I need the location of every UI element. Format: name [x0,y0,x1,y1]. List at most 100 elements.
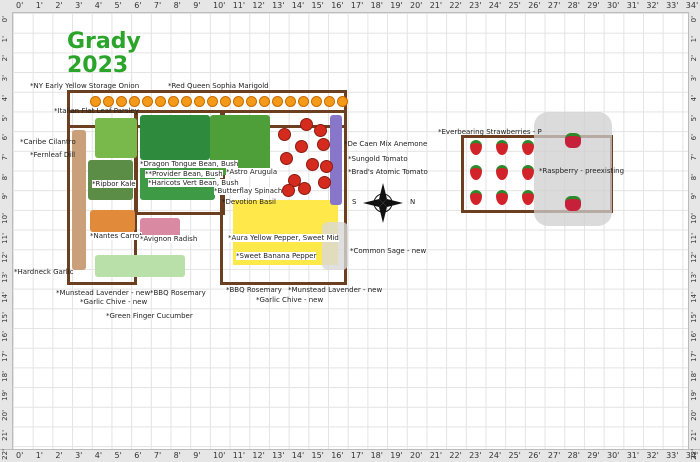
onion-column[interactable] [72,130,86,270]
ruler-v-tick: 6' [690,134,698,141]
ruler-h-tick: 15' [311,451,324,460]
raspberry-plant[interactable] [565,196,581,211]
raspberry-plant[interactable] [565,133,581,148]
ruler-v-tick: 15' [1,311,9,323]
strawberry-plant[interactable] [522,165,534,180]
marigold-plant[interactable] [337,96,348,107]
marigold-plant[interactable] [233,96,244,107]
ruler-h-tick: 14' [291,451,305,460]
ruler-h-tick: 17' [350,451,364,460]
ruler-v-tick: 16' [690,331,698,343]
label-spinach: *Butterflay Spinach [214,187,283,195]
ruler-h-tick: 27' [547,451,561,460]
marigold-plant[interactable] [181,96,192,107]
tomato-plant[interactable] [278,128,291,141]
ruler-h-tick: 32' [646,1,659,10]
ruler-v-tick: 10' [690,213,698,224]
right-bed[interactable] [220,110,347,285]
label-garlic-hardneck: *Hardneck Garlic [14,268,74,276]
ruler-v-tick: 20' [690,410,698,421]
ruler-h-tick: 26' [528,1,541,10]
label-raspberry: *Raspberry - preexisting [539,167,625,175]
radish-block[interactable] [140,218,180,240]
ruler-h-tick: 4' [94,451,103,460]
marigold-plant[interactable] [259,96,270,107]
ruler-h-tick: 5' [114,1,122,10]
label-kale: *Ripbor Kale [92,180,136,188]
tomato-plant[interactable] [320,160,333,173]
marigold-plant[interactable] [207,96,218,107]
label-strawberries: *Everbearing Strawberries - P [438,128,542,136]
ruler-h-tick: 6' [134,451,142,460]
ruler-h-tick: 22' [449,1,462,10]
ruler-v-tick: 13' [690,272,698,283]
label-sage: *Common Sage - new [350,247,427,255]
strawberry-plant[interactable] [470,165,482,180]
strawberry-plant[interactable] [470,140,482,155]
ruler-v-tick: 0' [1,16,9,23]
marigold-plant[interactable] [324,96,335,107]
label-lavender-left: *Munstead Lavender - new [56,289,151,297]
ruler-v-tick: 18' [1,370,9,382]
marigold-plant[interactable] [285,96,296,107]
ruler-v-tick: 11' [1,232,9,244]
marigold-plant[interactable] [129,96,140,107]
ruler-v-tick: 6' [1,134,9,141]
tomato-plant[interactable] [280,152,293,165]
cucumber-block[interactable] [95,255,185,277]
ruler-h-tick: 5' [114,451,122,460]
tomato-plant[interactable] [314,124,327,137]
sage-plant[interactable] [322,222,348,270]
label-bean-provider: **Provider Bean, Bush [145,170,223,178]
ruler-h-tick: 23' [469,451,482,460]
tomato-plant[interactable] [300,118,313,131]
marigold-plant[interactable] [90,96,101,107]
ruler-v-tick: 2' [1,55,9,62]
label-arugula: *Astro Arugula [226,168,278,176]
strawberry-plant[interactable] [496,140,508,155]
ruler-h-tick: 6' [134,1,142,10]
ruler-h-tick: 24' [488,1,502,10]
ruler-h-tick: 22' [449,451,462,460]
strawberry-plant[interactable] [470,190,482,205]
marigold-plant[interactable] [298,96,309,107]
marigold-plant[interactable] [194,96,205,107]
label-brads: *Brad's Atomic Tomato [348,168,428,176]
tomato-plant[interactable] [298,182,311,195]
label-pepper-banana: *Sweet Banana Pepper [236,252,317,260]
bean-block-dragon[interactable] [140,115,210,160]
strawberry-plant[interactable] [496,165,508,180]
marigold-plant[interactable] [220,96,231,107]
ruler-v-tick: 1' [690,35,698,43]
marigold-plant[interactable] [103,96,114,107]
tomato-plant[interactable] [288,174,301,187]
tomato-plant[interactable] [317,138,330,151]
strawberry-plant[interactable] [522,190,534,205]
strawberry-plant[interactable] [496,190,508,205]
label-bean-haricots: *Haricots Vert Bean, Bush [148,179,239,187]
tomato-plant[interactable] [306,158,319,171]
ruler-h-tick: 12' [252,1,265,10]
ruler-h-tick: 7' [153,1,162,10]
marigold-plant[interactable] [272,96,283,107]
marigold-plant[interactable] [155,96,166,107]
tomato-plant[interactable] [295,140,308,153]
marigold-plant[interactable] [246,96,257,107]
anemone-column[interactable] [330,115,342,205]
strawberry-plant[interactable] [522,140,534,155]
tomato-plant[interactable] [318,176,331,189]
marigold-plant[interactable] [311,96,322,107]
marigold-plant[interactable] [142,96,153,107]
tomato-plant[interactable] [282,184,295,197]
marigold-plant[interactable] [168,96,179,107]
marigold-plant[interactable] [116,96,127,107]
ruler-v-tick: 1' [1,35,9,43]
carrot-block[interactable] [90,210,135,232]
ruler-h-tick: 8' [173,451,181,460]
ruler-h-tick: 1' [35,1,43,10]
ruler-h-tick: 28' [567,1,580,10]
ruler-v-tick: 11' [690,232,698,244]
ruler-v-tick: 3' [690,75,698,82]
parsley-block[interactable] [95,118,137,158]
label-chive-right: *Garlic Chive - new [256,296,324,304]
